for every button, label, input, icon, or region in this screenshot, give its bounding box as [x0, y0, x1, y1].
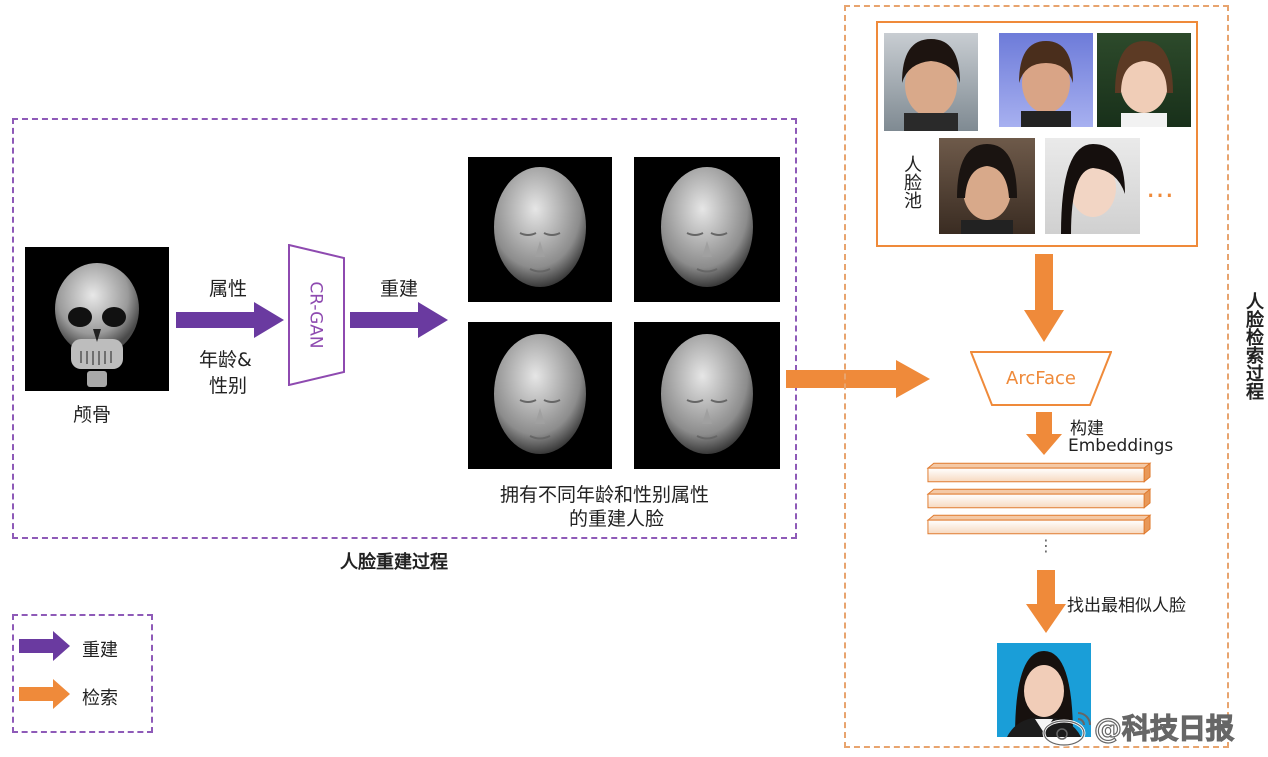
cr-gan-text: CR-GAN [306, 281, 326, 349]
legend-rebuild-label: 重建 [82, 640, 118, 661]
arcface-label: ArcFace [1006, 368, 1076, 389]
reconstruction-section-title: 人脸重建过程 [340, 552, 448, 573]
result-caption-line1: 拥有不同年龄和性别属性 [500, 484, 710, 506]
pool-face-photo [999, 33, 1093, 127]
reconstruction-process-box [12, 118, 797, 539]
pool-face-photo [1097, 33, 1191, 127]
pool-face-photo [884, 33, 978, 131]
pool-face-photo [1045, 138, 1140, 234]
legend-retrieval-arrow [19, 679, 70, 709]
orange-arrow-down-result [1026, 570, 1066, 633]
skull-label: 颅骨 [73, 404, 112, 426]
attribute-detail-line2: 性别 [209, 375, 248, 397]
watermark-text: @科技日报 [1093, 711, 1235, 745]
reconstructed-face [468, 157, 612, 302]
retrieval-section-title: 人脸检索过程 [1243, 292, 1264, 400]
embedding-layer [926, 488, 1152, 509]
face-pool-box: 人脸池 … [876, 21, 1198, 247]
reconstructed-face [468, 322, 612, 469]
attribute-label: 属性 [209, 278, 248, 300]
build-embeddings-label-line2: Embeddings [1068, 436, 1174, 456]
cr-gan-block [288, 244, 345, 386]
legend-rebuild-arrow [19, 631, 70, 661]
attribute-detail-line1: 年龄& [199, 349, 252, 371]
embedding-stack [926, 462, 1158, 538]
build-embeddings-label-line1: 构建 [1070, 419, 1104, 439]
legend-retrieval-label: 检索 [82, 688, 118, 709]
arcface-block [970, 351, 1112, 406]
find-most-similar-label: 找出最相似人脸 [1067, 596, 1186, 616]
embedding-vdots: ⋮ [1038, 536, 1054, 555]
purple-arrow-rebuild [350, 302, 448, 338]
face-pool-ellipsis: … [1146, 171, 1176, 204]
reconstructed-faces-grid [468, 157, 780, 469]
orange-arrow-to-retrieval [786, 360, 930, 398]
face-pool-label: 人脸池 [901, 155, 922, 209]
retrieval-process-box [844, 5, 1229, 748]
legend-box [12, 614, 153, 733]
rebuild-label: 重建 [380, 278, 419, 300]
skull-image [25, 247, 169, 391]
pool-face-photo [939, 138, 1035, 234]
reconstructed-face [634, 157, 780, 302]
reconstructed-face [634, 322, 780, 469]
orange-arrow-down-embeddings [1026, 412, 1062, 455]
embedding-layer [926, 462, 1152, 483]
orange-arrow-down-arcface [1024, 254, 1064, 342]
watermark: @科技日报 [1042, 707, 1235, 747]
result-caption-line2: 的重建人脸 [569, 508, 665, 530]
purple-arrow-attribute [176, 302, 284, 338]
weibo-icon [1042, 712, 1091, 747]
embedding-layer [926, 514, 1152, 535]
cr-gan-label: CR-GAN [288, 244, 344, 386]
